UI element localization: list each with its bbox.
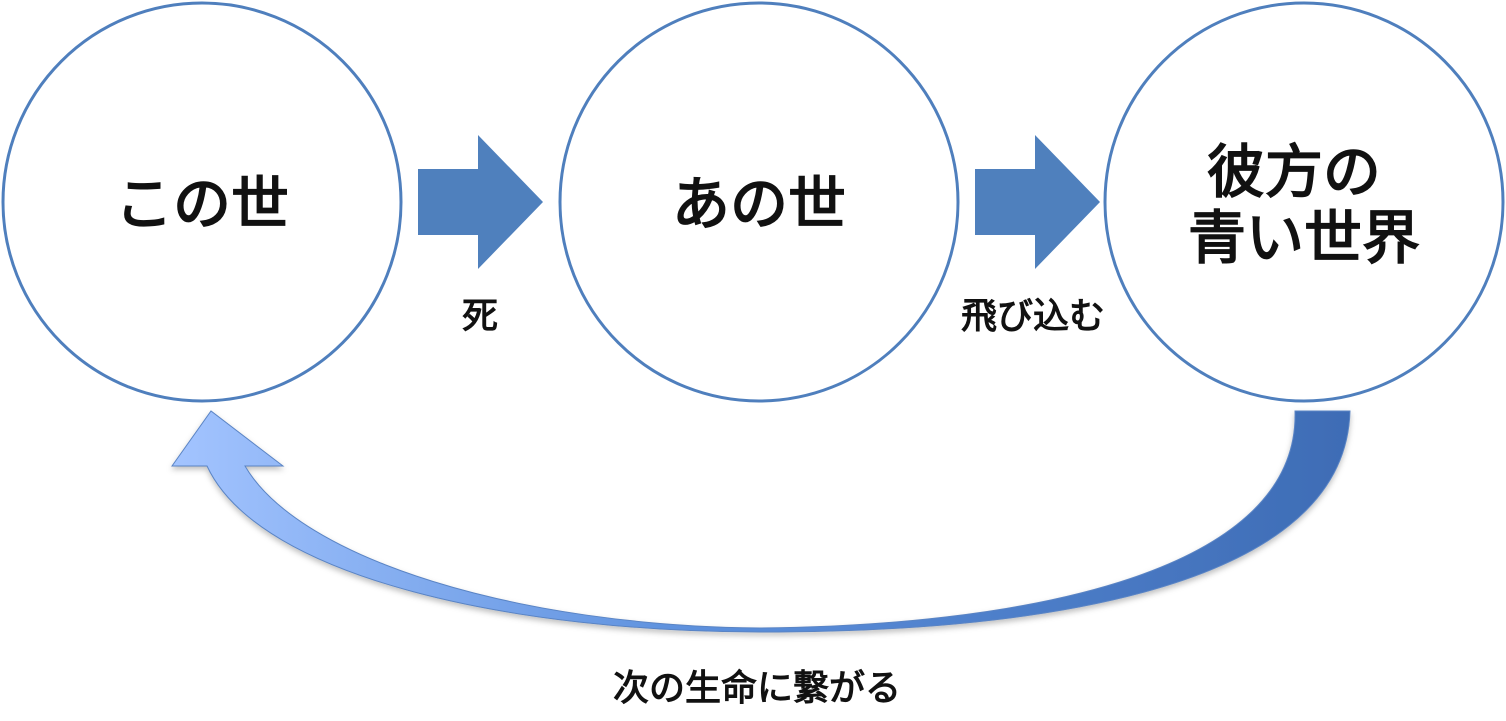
node-circle-kono-yo	[1, 1, 403, 403]
node-circle-kanata	[1103, 1, 1505, 403]
edge-arrow-death	[418, 135, 543, 269]
edge-arrow-return	[171, 410, 1351, 633]
node-label-kono-yo: この世	[115, 170, 289, 238]
node-circle-ano-yo	[558, 1, 960, 403]
node-label-kanata-line-1: 彼方の	[1207, 138, 1381, 206]
node-label-kanata: 彼方の 青い世界	[1188, 138, 1420, 272]
edge-arrow-jump-in	[975, 135, 1100, 269]
edge-label-jump-in: 飛び込む	[961, 296, 1105, 337]
edge-label-return: 次の生命に繋がる	[613, 667, 901, 709]
edge-label-death: 死	[462, 296, 498, 337]
node-label-kanata-line-2: 青い世界	[1188, 204, 1420, 272]
node-label-ano-yo: あの世	[672, 170, 846, 238]
